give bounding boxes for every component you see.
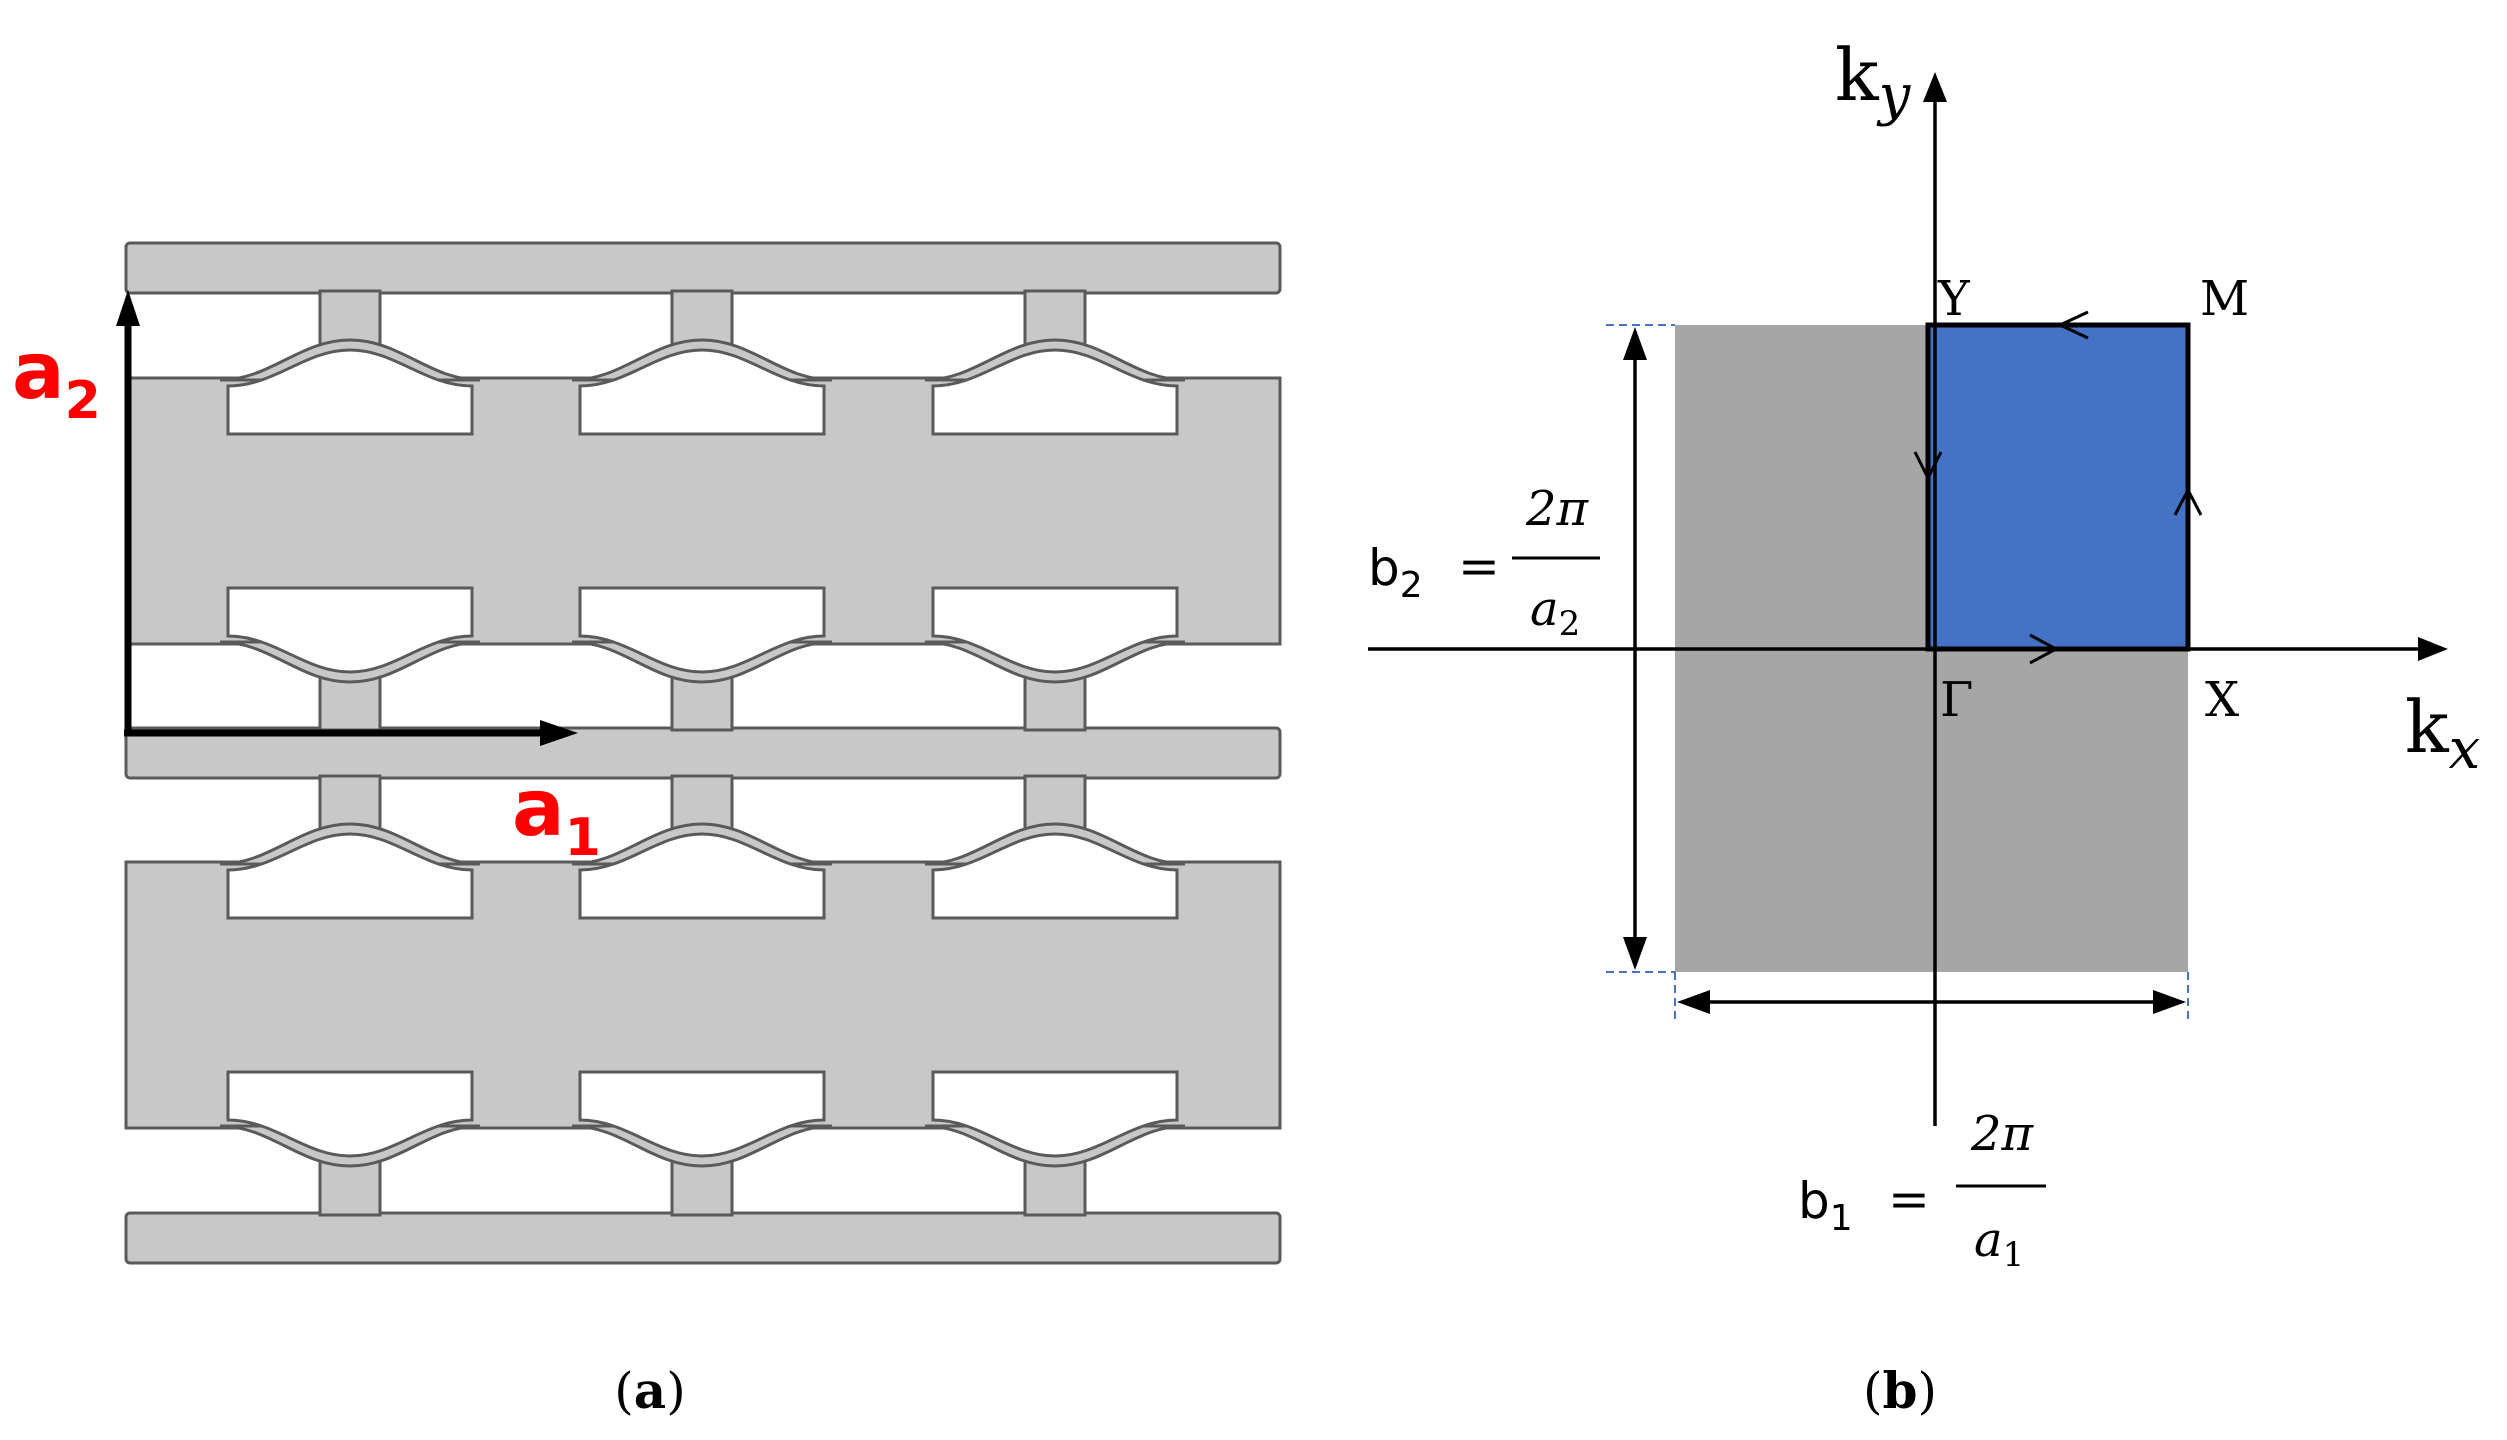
lattice-void (226, 348, 474, 436)
point-x-label: X (2205, 672, 2239, 728)
point-y-label: Y (1937, 271, 1971, 327)
point-gamma-label: Γ (1940, 672, 1973, 728)
lattice-void (578, 1070, 826, 1158)
lattice-structure (124, 241, 1282, 1265)
lattice-rail-top (124, 241, 1282, 295)
svg-text:2π: 2π (1525, 481, 1590, 537)
b1-dimension-arrowhead-right (2153, 990, 2186, 1014)
path-direction-x-m (2173, 486, 2203, 516)
lattice-void (931, 348, 1179, 436)
svg-text:b2: b2 (1368, 539, 1423, 606)
lattice-rail-bottom (124, 1211, 1282, 1265)
lattice-void (578, 348, 826, 436)
kx-axis-arrowhead (2418, 637, 2448, 661)
vector-a1-arrowhead (540, 720, 578, 746)
irreducible-brillouin-zone (1928, 325, 2188, 649)
svg-text:=: = (1458, 537, 1500, 595)
svg-text:2π: 2π (1970, 1106, 2035, 1162)
lattice-void (931, 1070, 1179, 1158)
b1-formula: b1 = 2π a1 (1798, 1106, 2046, 1275)
b2-formula: b2 = 2π a2 (1368, 481, 1600, 644)
svg-text:a2: a2 (1530, 581, 1580, 644)
lattice-void (226, 832, 474, 920)
path-direction-gamma-x (2029, 633, 2060, 665)
point-m-label: M (2200, 271, 2249, 327)
path-direction-m-y (2056, 310, 2089, 340)
lattice-void (578, 832, 826, 920)
caption-b: (b) (1863, 1361, 1937, 1420)
b1-dimension-arrowhead-left (1677, 990, 1710, 1014)
vector-a2-arrowhead (116, 290, 140, 326)
vector-a1-label: a1 (512, 764, 601, 868)
caption-a: (a) (614, 1361, 685, 1420)
kx-axis-label: kx (2405, 685, 2480, 782)
b2-dimension-arrowhead-top (1623, 327, 1647, 360)
lattice-void (226, 586, 474, 674)
path-direction-y-gamma (1913, 451, 1943, 482)
ky-axis-label: ky (1835, 33, 1912, 128)
vector-a2-label: a2 (12, 327, 101, 431)
lattice-void (226, 1070, 474, 1158)
b2-dimension-arrowhead-bottom (1623, 937, 1647, 970)
svg-text:=: = (1888, 1170, 1930, 1228)
ky-axis-arrowhead (1923, 72, 1947, 102)
lattice-void (931, 586, 1179, 674)
lattice-void (931, 832, 1179, 920)
lattice-void (578, 586, 826, 674)
svg-text:b1: b1 (1798, 1172, 1853, 1239)
svg-text:a1: a1 (1974, 1212, 2024, 1275)
